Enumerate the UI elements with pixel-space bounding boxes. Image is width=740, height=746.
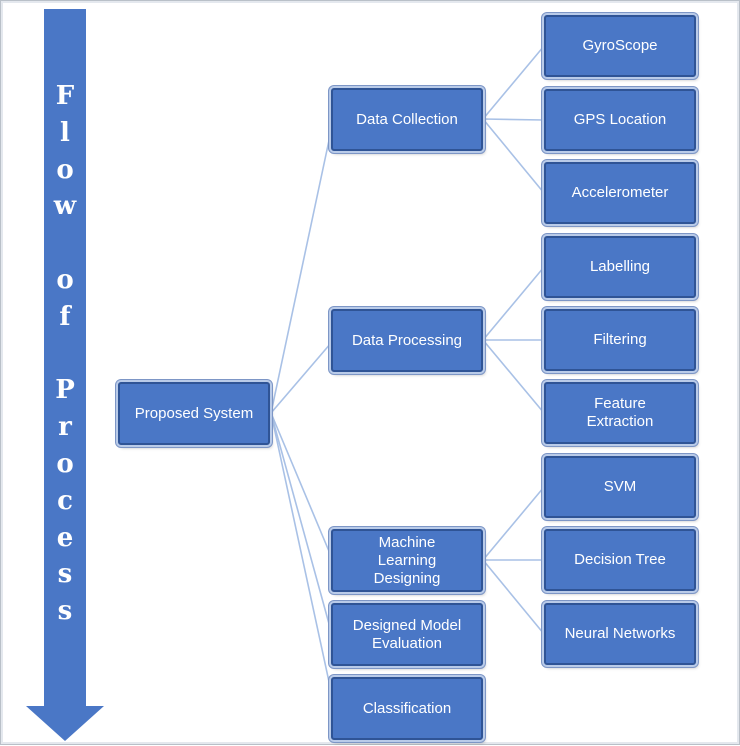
node-svm-label: SVM [603,478,637,495]
flow-label-letter: o [56,265,74,295]
node-labelling: Labelling [544,236,696,298]
node-ml-designing-line-3: Designing [373,569,441,587]
link-root-ml-designing [270,412,332,557]
flow-arrow [26,9,104,741]
node-classification: Classification [331,677,483,740]
node-data-processing: Data Processing [331,309,483,372]
node-labelling-label: Labelling [589,258,651,275]
flow-label-letter: f [59,301,71,332]
node-decision-tree-label: Decision Tree [574,551,666,568]
flow-label-letter: o [56,154,74,185]
node-ml-designing: Machine Learning Designing [331,529,483,592]
node-ml-designing-line-1: Machine [378,533,436,551]
node-filtering-label: Filtering [593,331,647,348]
node-svm: SVM [544,456,696,518]
node-neural-networks-label: Neural Networks [564,625,676,642]
node-feature-extraction: Feature Extraction [544,382,696,444]
flow-label-letter: w [53,191,77,222]
flow-label-letter: r [58,412,72,443]
node-accelerometer-label: Accelerometer [571,184,669,201]
node-gps-location: GPS Location [544,89,696,151]
node-gps-location-label: GPS Location [573,111,667,128]
node-accelerometer: Accelerometer [544,162,696,224]
link-dp-labelling [482,266,545,341]
flow-label-letter: e [56,522,74,553]
link-dp-feature-extraction [482,339,545,414]
node-model-evaluation-line-1: Designed Model [352,616,462,634]
node-filtering: Filtering [544,309,696,371]
flow-label-letter: c [57,485,73,516]
node-data-collection: Data Collection [331,88,483,151]
node-model-evaluation: Designed Model Evaluation [331,603,483,666]
node-model-evaluation-line-2: Evaluation [371,634,443,652]
node-classification-label: Classification [362,699,452,717]
link-ml-svm [482,486,545,561]
node-gyroscope: GyroScope [544,15,696,77]
link-root-data-processing [270,342,332,414]
link-root-model-evaluation [270,412,332,632]
link-ml-neural-networks [482,559,545,635]
node-gyroscope-label: GyroScope [582,37,658,54]
link-root-data-collection [270,130,332,414]
flow-label-letter: s [57,559,73,590]
node-data-collection-label: Data Collection [356,110,458,128]
flow-label-letter: s [57,596,73,627]
node-feature-extraction-line-2: Extraction [586,413,654,430]
node-neural-networks: Neural Networks [544,603,696,665]
link-dc-gps [482,118,545,121]
link-dc-gyroscope [482,45,545,120]
node-decision-tree: Decision Tree [544,529,696,591]
flow-label-letter: P [55,375,75,406]
node-proposed-system-label: Proposed System [134,404,254,422]
link-root-classification [270,412,332,692]
node-ml-designing-line-2: Learning [377,551,437,569]
node-proposed-system: Proposed System [118,382,270,445]
flow-label-letter: F [55,81,75,111]
link-dc-accelerometer [482,118,545,194]
node-feature-extraction-line-1: Feature [594,395,646,412]
flow-label-letter: l [60,117,70,148]
flow-label-letter: o [56,449,74,479]
node-data-processing-label: Data Processing [351,331,463,349]
